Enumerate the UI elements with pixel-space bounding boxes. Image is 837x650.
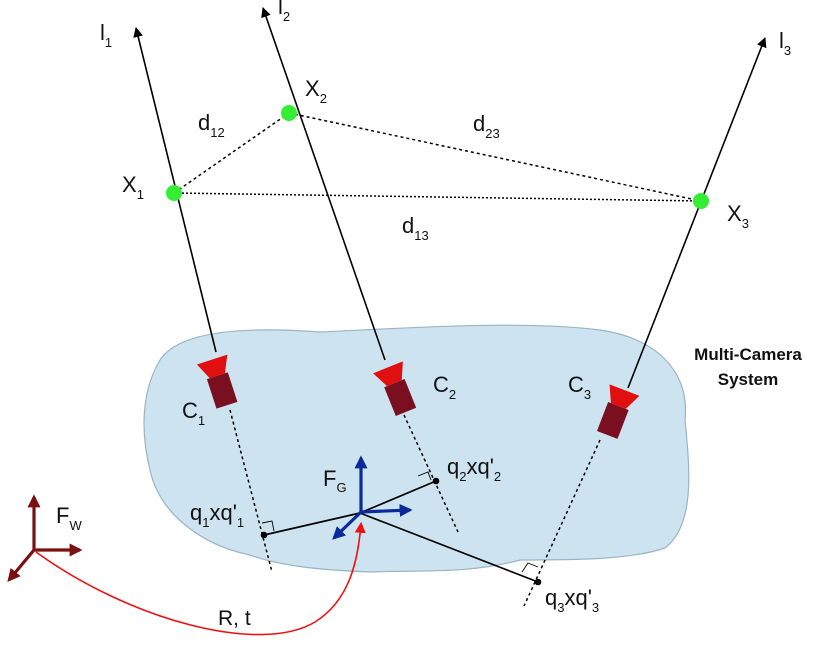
q1-point	[260, 531, 268, 539]
ray-l3-back	[523, 439, 601, 607]
point-x1	[166, 185, 182, 201]
q2-point	[432, 477, 440, 485]
right-angle-marker-3	[521, 562, 539, 573]
point-x3	[693, 193, 709, 209]
camera-label-c1: C1	[182, 398, 205, 428]
distance-label-d23: d23	[473, 111, 500, 141]
distance-label-d12: d12	[198, 110, 225, 140]
distance-line-d12	[173, 112, 290, 194]
distance-line-d23	[288, 112, 702, 202]
camera-label-c3: C3	[568, 372, 591, 402]
ray-l3	[627, 37, 767, 389]
camera-label-c2: C2	[433, 372, 456, 402]
point-label-x2: X2	[305, 76, 327, 106]
right-angle-marker-2	[417, 471, 432, 481]
q3-point	[534, 578, 542, 586]
camera-c3	[596, 384, 640, 439]
perp-segment-2	[359, 480, 437, 514]
right-angle-marker-1	[261, 520, 275, 532]
gen-frame-axis-x	[360, 503, 413, 517]
ray-label-l3: l3	[779, 28, 791, 58]
multi-camera-system-region	[143, 324, 690, 573]
distance-label-d13: d13	[402, 213, 429, 243]
distance-line-d13	[173, 192, 702, 202]
ray-label-l1: l1	[100, 20, 112, 50]
camera-c1	[196, 354, 238, 409]
ray-l1-back	[229, 409, 273, 573]
point-x2	[281, 105, 297, 121]
frame-label-world: FW	[56, 503, 82, 533]
perp-segment-1	[263, 512, 361, 536]
cross-label-3: q3xq'3	[545, 585, 599, 615]
world-frame-axis-z	[7, 548, 36, 582]
frame-label-generalized: FG	[323, 466, 347, 495]
cross-label-2: q2xq'2	[447, 454, 501, 484]
camera-c2	[373, 361, 417, 416]
cross-label-1: q1xq'1	[190, 500, 244, 530]
point-label-x1: X1	[122, 172, 144, 202]
gen-frame-axis-z	[332, 510, 363, 540]
transform-label: R, t	[218, 607, 251, 630]
ray-l2	[261, 7, 386, 361]
transform-arrow	[35, 521, 366, 636]
ray-label-l2: l2	[278, 0, 290, 24]
system-label-line2: System	[718, 370, 778, 389]
perp-segment-3	[359, 512, 539, 583]
system-label-line1: Multi-Camera	[694, 345, 802, 364]
point-label-x3: X3	[727, 201, 749, 231]
